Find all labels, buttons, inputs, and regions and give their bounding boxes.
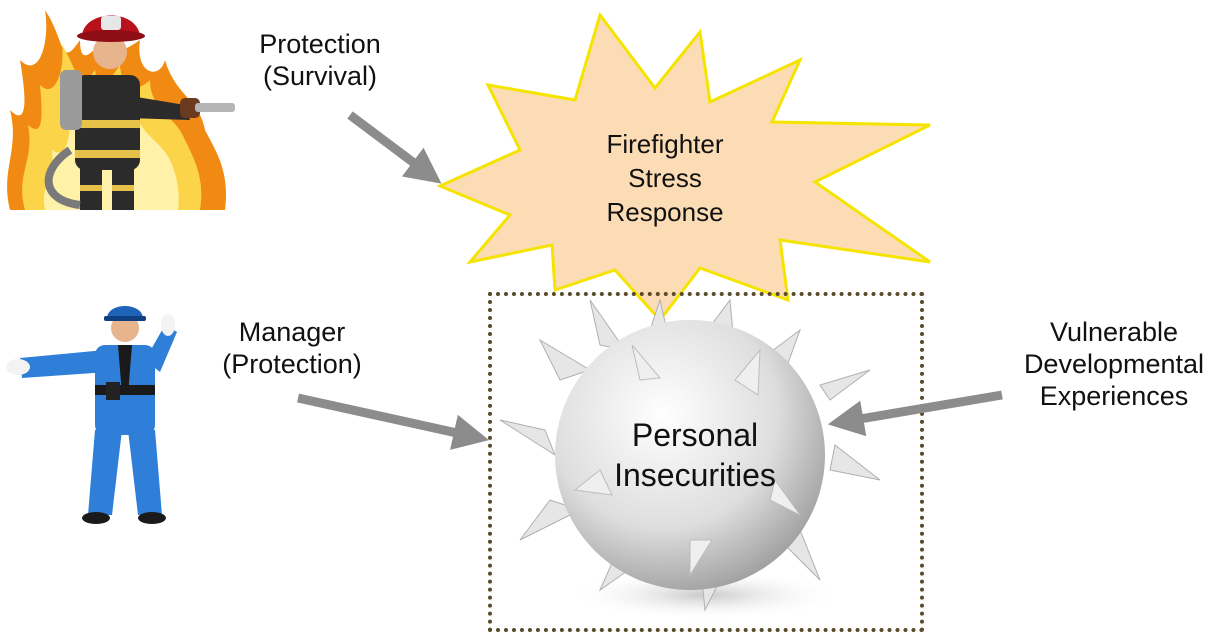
vulnerable-experiences-line1: Vulnerable [1049, 317, 1179, 347]
firefighter-stress-line1: Firefighter [606, 129, 724, 159]
manager-protection-line2: (Protection) [222, 349, 362, 379]
police-officer-illustration [6, 306, 177, 524]
firefighter-stress-line3: Response [606, 197, 724, 227]
personal-insecurities-line1: Personal [631, 417, 759, 453]
firefighter-stress-label: Firefighter Stress Response [560, 127, 770, 229]
firefighter-stress-line2: Stress [628, 163, 702, 193]
protection-survival-line2: (Survival) [262, 61, 377, 91]
manager-protection-line1: Manager [238, 317, 346, 347]
personal-insecurities-label: Personal Insecurities [585, 415, 805, 495]
manager-protection-label: Manager (Protection) [192, 316, 392, 380]
vulnerable-experiences-line2: Developmental [1023, 349, 1205, 379]
protection-survival-label: Protection (Survival) [230, 28, 410, 92]
arrow-manager-to-box [297, 393, 490, 450]
protection-survival-line1: Protection [259, 29, 381, 59]
vulnerable-experiences-line3: Experiences [1039, 381, 1189, 411]
personal-insecurities-box [488, 292, 924, 632]
arrow-protection-to-stress [347, 111, 442, 184]
arrow-vulnerable-to-ball [827, 390, 1003, 437]
personal-insecurities-line2: Insecurities [614, 457, 776, 493]
firefighter-illustration [7, 10, 235, 210]
vulnerable-experiences-label: Vulnerable Developmental Experiences [1002, 316, 1226, 412]
starburst-shape [436, 11, 931, 323]
